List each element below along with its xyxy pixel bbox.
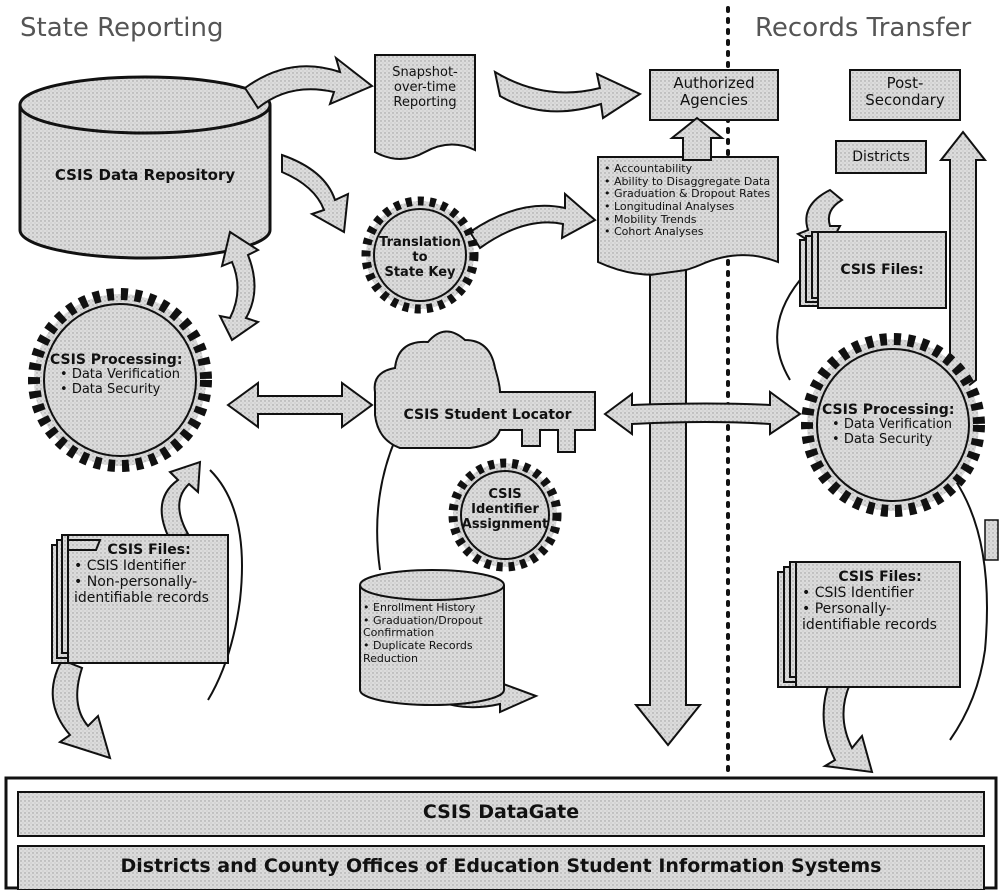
arrow-files-right-lower-up <box>984 519 999 561</box>
authorized-agencies-box <box>649 69 779 121</box>
authorized-agencies-line: Agencies <box>680 91 748 110</box>
arrow-processing-locator-bidirectional <box>226 381 374 429</box>
authorized-agencies-label: Authorized Agencies <box>650 74 778 110</box>
arrow-snapshot-to-agencies <box>493 69 643 120</box>
section-title-state-reporting: State Reporting <box>20 13 224 43</box>
arrow-translation-to-uses <box>468 191 597 250</box>
datagate-bar <box>17 791 985 837</box>
arrow-files-right-curve <box>776 279 801 381</box>
files-right-top-title: CSIS Files: <box>840 262 924 278</box>
arrow-files-right-down <box>822 678 874 774</box>
student-locator-label: CSIS Student Locator <box>403 407 572 423</box>
files-right-title: CSIS Files: <box>838 569 922 585</box>
downward-arrow-long <box>633 268 703 747</box>
processing-right-label: CSIS Processing: Data Verification Data … <box>822 402 972 448</box>
snapshot-line: Snapshot- <box>392 65 458 80</box>
post-secondary-line: Secondary <box>865 91 945 110</box>
arrow-repo-to-snapshot <box>243 55 374 110</box>
districts-label: Districts <box>852 149 910 165</box>
files-left-item: Non-personally-identifiable records <box>74 574 224 606</box>
student-locator-key <box>373 330 596 453</box>
uses-list: Accountability Ability to Disaggregate D… <box>604 162 780 239</box>
uses-item: Cohort Analyses <box>604 226 780 239</box>
upward-arrow-right <box>938 130 988 403</box>
files-right-item: Personally-identifiable records <box>802 601 958 633</box>
uses-item: Longitudinal Analyses <box>604 200 780 214</box>
snapshot-label: Snapshot- over-time Reporting <box>378 65 472 111</box>
snapshot-line: Reporting <box>393 94 457 110</box>
arrow-repo-processing-bidirectional <box>218 230 261 342</box>
arrow-locator-processing-right-bidirectional <box>603 390 802 436</box>
translation-gear <box>361 196 479 314</box>
files-right-item: CSIS Identifier <box>802 585 958 601</box>
assignment-line: Identifier <box>471 501 539 517</box>
files-left-label: CSIS Files: CSIS Identifier Non-personal… <box>74 542 224 606</box>
files-left-item: CSIS Identifier <box>74 558 224 574</box>
translation-line: State Key <box>384 264 456 280</box>
files-left-title: CSIS Files: <box>107 542 191 558</box>
processing-right-title: CSIS Processing: <box>822 402 955 418</box>
files-stack-right-top <box>799 231 947 309</box>
processing-left-item: Data Security <box>60 382 195 398</box>
arrow-processing-right-curve <box>949 479 988 741</box>
processing-right-item: Data Verification <box>832 417 972 433</box>
uses-item: Accountability <box>604 162 780 176</box>
post-secondary-label: Post- Secondary <box>850 74 960 110</box>
uses-item: Graduation & Dropout Rates <box>604 188 780 201</box>
sis-bar <box>17 845 985 890</box>
translation-line: Translation <box>379 235 461 250</box>
arrow-repo-to-translation <box>281 153 350 234</box>
assignment-gear <box>448 458 562 572</box>
sis-label: Districts and County Offices of Educatio… <box>120 855 882 877</box>
assignment-label: CSIS Identifier Assignment <box>455 487 555 533</box>
locator-db-item: Graduation/Dropout Confirmation <box>363 614 505 640</box>
snapshot-line: over-time <box>393 79 457 95</box>
files-right-label: CSIS Files: CSIS Identifier Personally-i… <box>802 569 958 633</box>
datagate-label: CSIS DataGate <box>422 801 580 823</box>
section-title-records-transfer: Records Transfer <box>755 13 972 43</box>
upward-arrow-agencies <box>669 116 725 161</box>
arrow-locator-curve <box>376 439 396 571</box>
locator-db-item: Duplicate Records Reduction <box>363 639 505 665</box>
uses-item: Ability to Disaggregate Data <box>604 175 780 189</box>
arrow-files-left-down <box>51 658 112 760</box>
data-repository-cylinder <box>18 75 272 260</box>
arrow-processing-to-files-left-curve <box>207 469 243 701</box>
processing-left-item: Data Verification <box>60 367 195 383</box>
post-secondary-box <box>849 69 961 121</box>
locator-db-item: Enrollment History <box>363 601 505 615</box>
snapshot-document-shape <box>374 54 476 160</box>
post-secondary-line: Post- <box>886 74 924 92</box>
processing-left-title: CSIS Processing: <box>50 352 183 368</box>
repository-label: CSIS Data Repository <box>54 166 236 184</box>
districts-box <box>835 140 927 174</box>
arrow-files-to-processing-left <box>160 460 202 542</box>
authorized-agencies-line: Authorized <box>673 74 755 92</box>
translation-label: Translation to State Key <box>370 235 470 281</box>
processing-right-item: Data Security <box>832 432 972 448</box>
locator-db-list: Enrollment History Graduation/Dropout Co… <box>363 601 505 665</box>
processing-left-label: CSIS Processing: Data Verification Data … <box>50 352 195 398</box>
assignment-line: CSIS <box>488 487 522 502</box>
uses-item: Mobility Trends <box>604 213 780 227</box>
assignment-line: Assignment <box>461 516 549 532</box>
translation-line: to <box>412 249 428 265</box>
